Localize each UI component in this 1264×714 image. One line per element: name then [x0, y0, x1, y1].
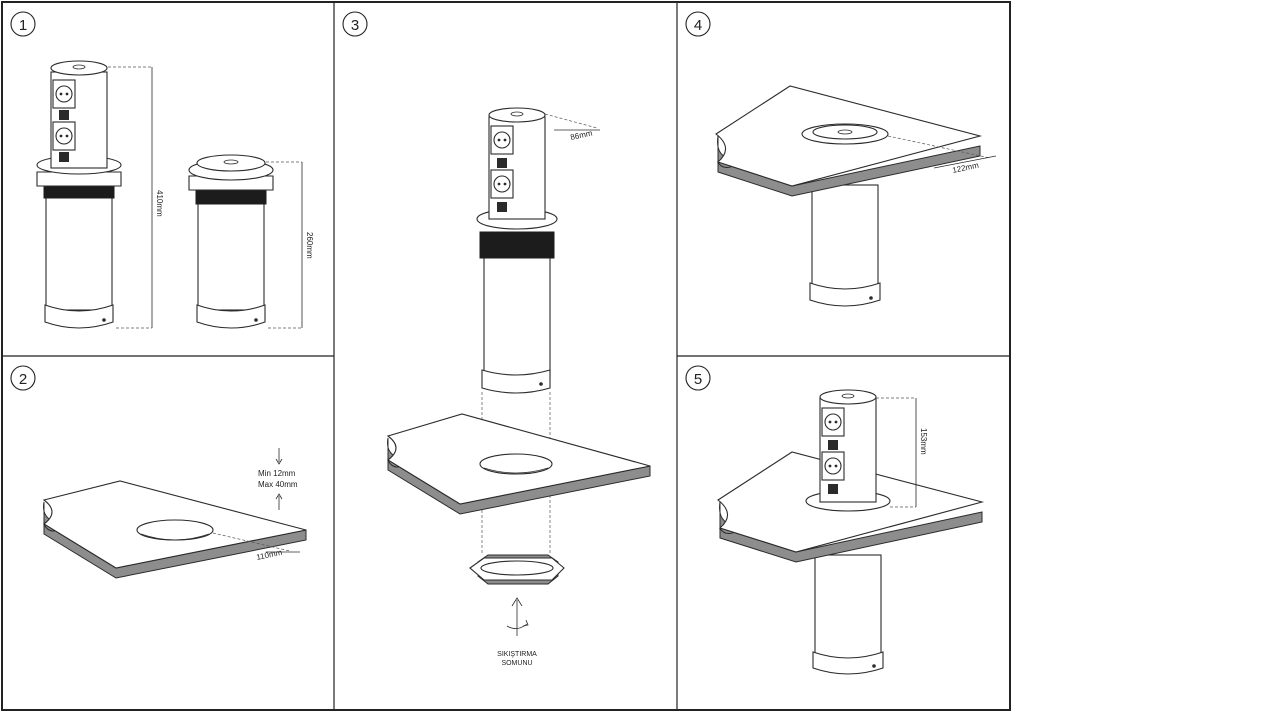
- thickness-min: Min 12mm: [258, 469, 296, 478]
- dimension-flange-diameter: 122mm: [952, 161, 980, 175]
- desk-slab: [42, 480, 307, 579]
- panel-step-4: 4 122mm: [685, 11, 997, 307]
- step-number: 2: [19, 371, 27, 388]
- desk-slab: [715, 85, 983, 197]
- panel-step-3: 3 86mm: [342, 11, 651, 667]
- step-number: 3: [351, 17, 359, 34]
- dimension-extension-height: 153mm: [919, 428, 928, 455]
- panel-step-1: 1 410mm: [10, 11, 314, 329]
- cut-hole: [136, 519, 214, 541]
- step-number: 5: [694, 371, 702, 388]
- dimension-hole-diameter: 110mm: [256, 548, 284, 562]
- thickness-max: Max 40mm: [258, 480, 298, 489]
- nut-label-line2: SOMUNU: [501, 660, 532, 667]
- dimension-retracted-height: 260mm: [305, 232, 314, 259]
- black-ring: [479, 231, 555, 259]
- socket-tower-exploded: [476, 107, 558, 394]
- panel-step-5: 5 153mm: [685, 365, 985, 675]
- step-badge: [10, 11, 36, 37]
- cut-hole: [479, 453, 553, 475]
- step-badge: [685, 365, 711, 391]
- installed-extended-unit: [812, 554, 884, 675]
- dimension-extended-height: 410mm: [155, 190, 164, 217]
- extended-socket-tower: [36, 60, 153, 329]
- step-badge: [685, 11, 711, 37]
- step-badge: [10, 365, 36, 391]
- installed-retracted-unit: [809, 184, 881, 307]
- clamping-nut: [469, 554, 565, 585]
- nut-label-line1: SIKIŞTIRMA: [497, 651, 537, 658]
- step-badge: [342, 11, 368, 37]
- desk-slab: [386, 413, 651, 515]
- extended-socket-tower: [819, 389, 877, 503]
- retracted-socket-tower: [188, 154, 303, 329]
- step-number: 1: [19, 17, 27, 34]
- panel-step-2: 2 110mm Min 12mm Max 40mm: [10, 365, 307, 579]
- step-number: 4: [694, 17, 702, 34]
- dimension-top-diameter: 86mm: [570, 128, 594, 141]
